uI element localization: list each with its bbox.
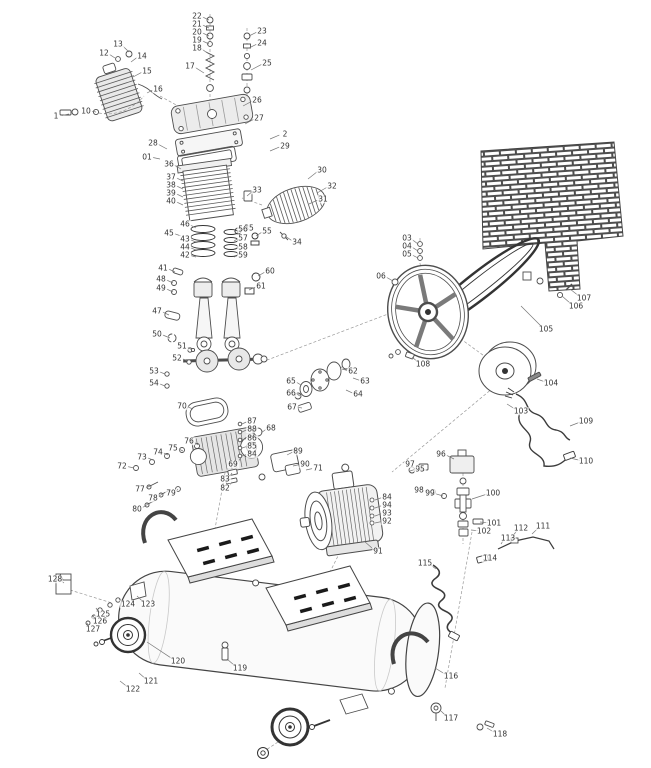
head-bolt-stacks xyxy=(204,16,253,94)
tank-handles xyxy=(141,510,430,665)
mounting-plates xyxy=(167,518,373,632)
crankcase-gasket xyxy=(185,397,229,427)
bearing-discs xyxy=(294,358,351,413)
pistons-and-rods xyxy=(164,267,241,352)
crankshaft xyxy=(164,347,268,389)
rear-wheel xyxy=(257,707,331,759)
power-cords xyxy=(504,387,576,468)
air-filter-muffler xyxy=(234,180,326,241)
cylinder-head xyxy=(170,93,254,171)
motor-pulley xyxy=(478,341,542,396)
cylinder-block xyxy=(176,158,236,222)
intercooler xyxy=(59,50,163,122)
misc-small-parts xyxy=(55,573,495,731)
flywheel xyxy=(386,264,470,360)
flywheel-hardware xyxy=(388,241,423,360)
electric-motor xyxy=(299,463,384,557)
belt-guard-grid xyxy=(480,141,624,299)
front-wheel xyxy=(93,616,147,654)
crankcase-bolts xyxy=(133,443,200,508)
discharge-hose xyxy=(431,554,489,642)
unloader-tube xyxy=(497,536,555,550)
pressure-switch-assembly xyxy=(408,449,484,537)
